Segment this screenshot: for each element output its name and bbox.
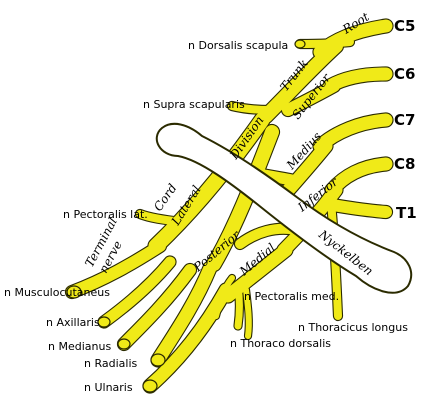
nerve-end-cap (97, 316, 111, 328)
cord-posterior (207, 125, 279, 271)
branch-supra-scapularis (228, 102, 274, 114)
nerve-end-cap (117, 338, 131, 350)
nerve-label-dorsalis-scapula: n Dorsalis scapula (188, 39, 288, 52)
branch-pectoralis-med (234, 282, 243, 330)
nerve-label-pectoralis-lat: n Pectoralis lat. (63, 208, 148, 221)
clavicle-shape (155, 122, 413, 294)
terminal-musculocutaneus (66, 240, 166, 298)
root-label-c7: C7 (394, 111, 415, 129)
nerve-label-radialis: n Radialis (84, 357, 138, 370)
clavicle-bone: Nyckelben (155, 122, 413, 294)
nerve-label-medianus: n Medianus (48, 340, 111, 353)
nerve-label-supra-scapularis: n Supra scapularis (143, 98, 245, 111)
nerve-end-cap (142, 379, 158, 393)
terminal-medianus (118, 264, 196, 350)
root-label-c8: C8 (394, 155, 415, 173)
branch-pectoralis-med-2 (213, 275, 235, 319)
branch-thoraco-dorsalis (243, 287, 252, 339)
cord-lateral (148, 112, 270, 254)
nerve-label-thoraco-dorsalis: n Thoraco dorsalis (230, 337, 331, 350)
terminal-axillaris (98, 256, 176, 328)
cord-medial (221, 243, 293, 303)
nerve-label-thoracicus-longus: n Thoracicus longus (298, 321, 408, 334)
root-label-t1: T1 (396, 204, 417, 222)
nerve-end-cap (294, 39, 306, 49)
nerve-label-pectoralis-med: n Pectoralis med. (244, 290, 339, 303)
terminal-radialis (151, 261, 217, 367)
root-label-c6: C6 (394, 65, 415, 83)
nerve-label-axillaris: n Axillaris (46, 316, 100, 329)
nerve-end-cap (66, 285, 82, 299)
root-label-c5: C5 (394, 17, 415, 35)
nerve-label-musculocutaneus: n Musculocutaneus (4, 286, 110, 299)
nerve-end-cap (150, 353, 166, 367)
trunk-superior-c6 (282, 80, 340, 116)
nerve-label-ulnaris: n Ulnaris (84, 381, 133, 394)
branch-pectoralis-lat (136, 210, 186, 226)
